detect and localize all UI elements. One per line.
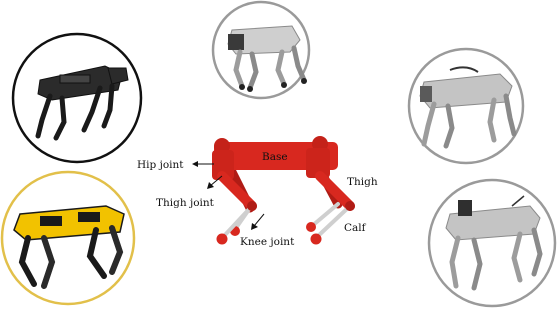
front-left-foot	[217, 234, 228, 245]
label-base: Base	[262, 151, 288, 163]
knee-joint-arrowhead	[251, 223, 258, 230]
label-thigh: Thigh	[347, 176, 378, 188]
robot-black	[13, 34, 141, 162]
rear-right-foot	[306, 222, 316, 232]
robot-lidar	[429, 180, 555, 306]
label-hip-joint: Hip joint	[137, 159, 184, 171]
robot-black-ring	[13, 34, 141, 162]
robot-silver-top	[213, 2, 309, 98]
label-calf: Calf	[344, 222, 367, 234]
front-left-knee	[247, 201, 257, 211]
hip-joint-arrowhead	[192, 161, 198, 167]
front-right-foot	[311, 234, 322, 245]
label-thigh-joint: Thigh joint	[156, 197, 215, 209]
front-right-knee	[345, 201, 355, 211]
knee-joint-arrow	[254, 214, 264, 226]
robot-silver-right	[409, 49, 523, 163]
label-knee-joint: Knee joint	[240, 236, 295, 248]
robot-yellow	[2, 172, 134, 304]
